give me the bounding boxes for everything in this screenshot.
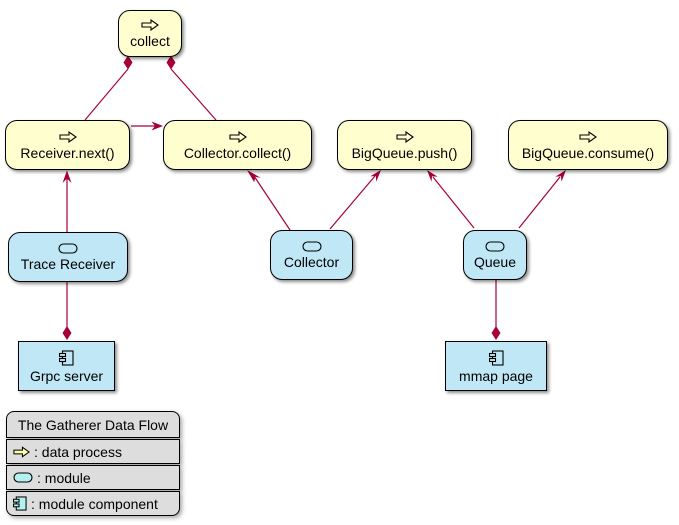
node-label: Collector [283, 254, 340, 270]
node-label: Trace Receiver [20, 256, 116, 272]
node-label: Collector.collect() [183, 144, 292, 161]
legend-item-label: : module [37, 469, 91, 486]
data-process-arrow-icon [579, 130, 597, 143]
node-collector-collect: Collector.collect() [163, 120, 312, 170]
node-label: Grpc server [29, 367, 104, 384]
edge-collector-collector-collect [247, 170, 291, 231]
module-oval-icon [13, 472, 33, 483]
node-label: BigQueue.consume() [521, 144, 655, 161]
legend-item-module: : module [6, 465, 180, 490]
edge-receiver-next-collector-collect [131, 121, 163, 131]
node-mmap-page: mmap page [445, 341, 547, 391]
module-component-icon [59, 349, 74, 366]
edge-queue-bigqueue-consume [518, 170, 566, 229]
edge-trace-receiver-receiver-next [62, 170, 72, 232]
legend-title: The Gatherer Data Flow [6, 411, 180, 438]
module-oval-icon [301, 241, 322, 252]
node-grpc-server: Grpc server [18, 341, 115, 391]
legend-item-module-component: : module component [6, 491, 180, 516]
edge-trace-receiver-grpc-server [62, 282, 72, 340]
data-process-arrow-icon [58, 130, 77, 143]
edge-collect-collector-collect [166, 55, 217, 121]
node-trace-receiver: Trace Receiver [8, 232, 128, 282]
edge-collector-bigqueue-push [329, 170, 381, 230]
legend-item-label: : module component [31, 495, 158, 512]
data-process-arrow-icon [228, 130, 247, 143]
node-label: BigQueue.push() [351, 144, 458, 161]
legend-item-label: : data process [34, 443, 122, 460]
data-process-arrow-icon [13, 445, 30, 458]
node-collect: collect [118, 10, 182, 57]
node-label: Receiver.next() [20, 144, 115, 161]
module-component-icon [13, 496, 27, 511]
edge-collect-receiver-next [84, 55, 133, 121]
module-oval-icon [58, 243, 78, 254]
legend-title-text: The Gatherer Data Flow [17, 416, 169, 433]
node-queue: Queue [463, 230, 527, 280]
edge-queue-mmap-page [491, 280, 501, 340]
legend: The Gatherer Data Flow : data process : … [6, 411, 180, 516]
node-label: collect [130, 33, 170, 49]
node-receiver-next: Receiver.next() [5, 120, 130, 170]
node-bigqueue-push: BigQueue.push() [337, 120, 472, 170]
data-process-arrow-icon [395, 130, 414, 143]
data-process-arrow-icon [141, 19, 159, 31]
module-component-icon [488, 349, 504, 366]
edge-queue-bigqueue-push [427, 170, 475, 229]
legend-item-data-process: : data process [6, 439, 180, 464]
node-bigqueue-consume: BigQueue.consume() [508, 120, 668, 170]
node-label: Queue [473, 254, 517, 270]
node-collector: Collector [270, 230, 353, 280]
node-label: mmap page [459, 367, 533, 384]
module-oval-icon [485, 241, 505, 252]
